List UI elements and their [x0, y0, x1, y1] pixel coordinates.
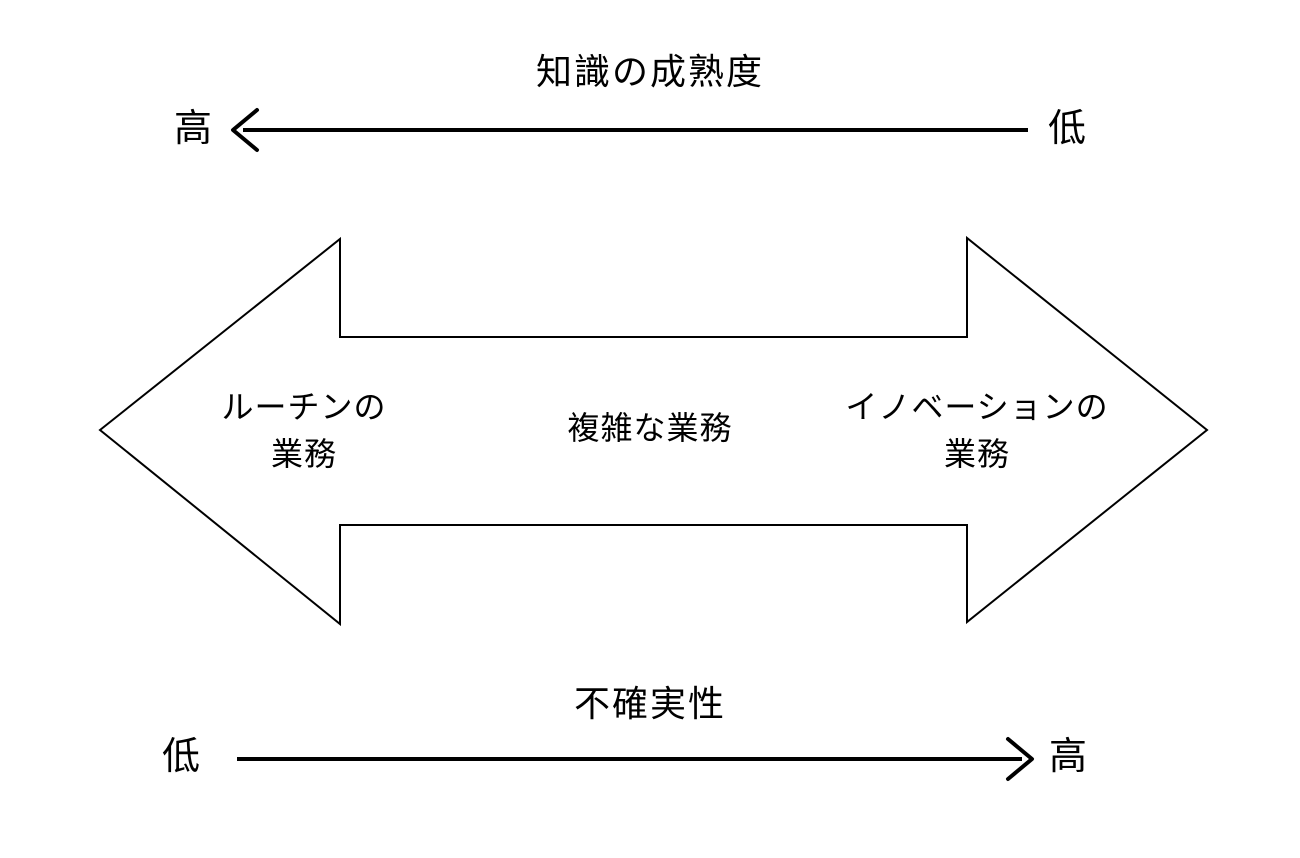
- zone-innovation-line1: イノベーションの: [845, 389, 1109, 425]
- zone-routine-work: ルーチンの 業務: [174, 384, 434, 478]
- zone-innovation-work: イノベーションの 業務: [842, 384, 1112, 478]
- knowledge-axis-arrowhead-left-icon: [231, 108, 259, 152]
- uncertainty-axis-low-label: 低: [161, 736, 200, 778]
- knowledge-axis-high-label: 高: [173, 108, 212, 150]
- double-arrow-shape: [98, 235, 1209, 627]
- uncertainty-axis-title: 不確実性: [573, 683, 726, 724]
- uncertainty-axis-arrowhead-right-icon: [1006, 737, 1034, 781]
- zone-innovation-line2: 業務: [943, 436, 1010, 472]
- zone-routine-line2: 業務: [270, 436, 337, 472]
- zone-complex-work: 複雑な業務: [520, 405, 780, 452]
- uncertainty-axis-arrow: [237, 737, 1034, 781]
- zone-complex-line1: 複雑な業務: [567, 410, 733, 446]
- knowledge-axis-low-label: 低: [1047, 108, 1086, 150]
- knowledge-axis-arrow: [231, 108, 1028, 152]
- zone-routine-line1: ルーチンの: [221, 389, 387, 425]
- knowledge-axis-title: 知識の成熟度: [535, 51, 764, 92]
- uncertainty-axis-high-label: 高: [1048, 736, 1087, 778]
